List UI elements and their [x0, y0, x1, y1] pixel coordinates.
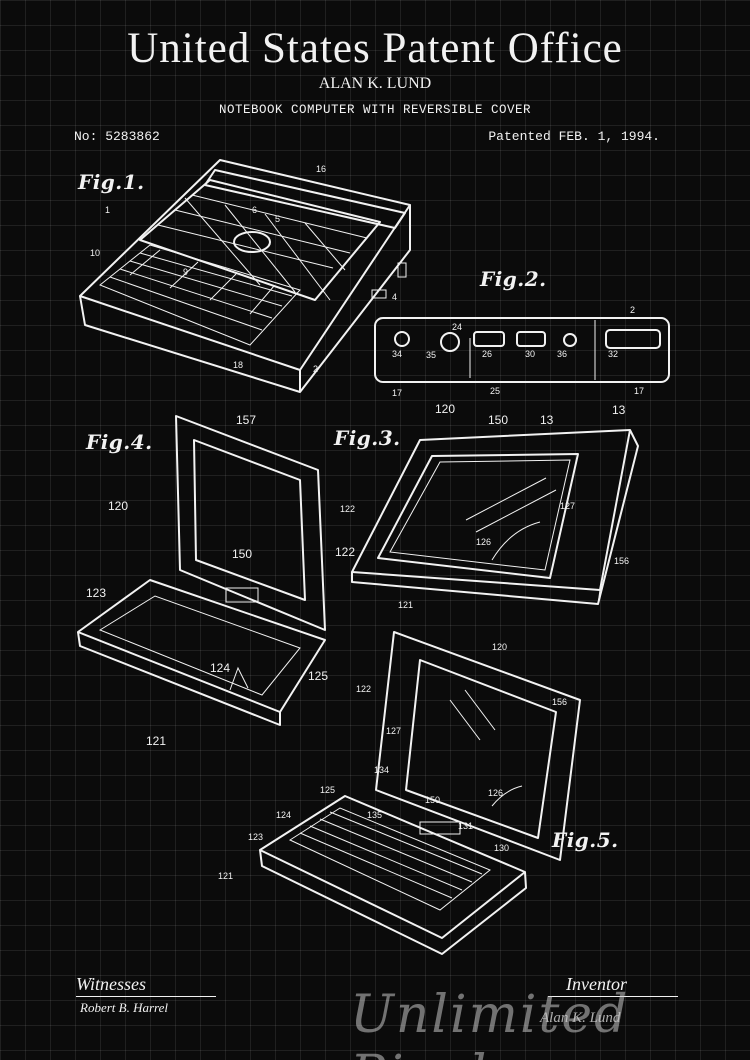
svg-text:156: 156: [614, 556, 629, 566]
svg-text:150: 150: [425, 795, 440, 805]
svg-text:121: 121: [146, 734, 166, 748]
svg-text:17: 17: [634, 386, 644, 396]
witness-signature: Robert B. Harrel: [80, 1000, 168, 1015]
svg-text:30: 30: [525, 349, 535, 359]
svg-text:122: 122: [340, 504, 355, 514]
inventor-signature-line: [548, 996, 678, 997]
patent-number: No: 5283862: [74, 129, 160, 144]
figure-3-label: Fig.3.: [334, 426, 401, 450]
figure-1-drawing: 16 6 5 10 9 1 4 18 2: [79, 159, 411, 393]
figure-2-drawing: 2 24 34 35 26 30 36 32 17 25 17: [374, 305, 670, 398]
svg-text:10: 10: [90, 248, 100, 258]
witnesses-label: Witnesses: [76, 974, 146, 994]
svg-text:120: 120: [435, 402, 455, 416]
svg-text:157: 157: [236, 413, 256, 427]
svg-text:125: 125: [308, 669, 328, 683]
svg-text:156: 156: [552, 697, 567, 707]
svg-text:25: 25: [490, 386, 500, 396]
svg-text:127: 127: [560, 501, 575, 511]
svg-text:24: 24: [452, 322, 462, 332]
svg-text:18: 18: [233, 360, 243, 370]
svg-text:130: 130: [494, 843, 509, 853]
svg-text:13: 13: [540, 413, 554, 427]
svg-text:13: 13: [612, 403, 626, 417]
figure-3-drawing: 120 150 13 13 127 122 126 156 121: [340, 402, 639, 610]
svg-text:150: 150: [488, 413, 508, 427]
svg-text:122: 122: [356, 684, 371, 694]
inventor-label: Inventor: [566, 974, 627, 994]
svg-text:35: 35: [426, 350, 436, 360]
svg-text:123: 123: [86, 586, 106, 600]
svg-text:2: 2: [313, 364, 318, 374]
witness-signature-line: [76, 996, 216, 997]
svg-text:1: 1: [105, 205, 110, 215]
svg-text:5: 5: [275, 214, 280, 224]
patent-title: NOTEBOOK COMPUTER WITH REVERSIBLE COVER: [218, 103, 532, 117]
svg-text:150: 150: [232, 547, 252, 561]
svg-text:124: 124: [276, 810, 291, 820]
svg-text:124: 124: [210, 661, 230, 675]
svg-text:2: 2: [630, 305, 635, 315]
svg-text:120: 120: [108, 499, 128, 513]
svg-text:16: 16: [316, 164, 326, 174]
svg-text:32: 32: [608, 349, 618, 359]
svg-text:135: 135: [367, 810, 382, 820]
svg-text:120: 120: [492, 642, 507, 652]
svg-text:134: 134: [374, 765, 389, 775]
svg-text:4: 4: [392, 292, 397, 302]
inventor-signature: Alan K. Lund: [540, 1010, 621, 1026]
inventor-name: ALAN K. LUND: [318, 75, 432, 92]
svg-text:131: 131: [458, 821, 473, 831]
svg-text:26: 26: [482, 349, 492, 359]
svg-text:17: 17: [392, 388, 402, 398]
figure-1-label: Fig.1.: [78, 170, 145, 194]
svg-text:122: 122: [335, 545, 355, 559]
svg-text:125: 125: [320, 785, 335, 795]
svg-text:9: 9: [183, 267, 188, 277]
svg-text:121: 121: [398, 600, 413, 610]
svg-text:123: 123: [248, 832, 263, 842]
figure-5-drawing: 120 122 156 127 134 125 135 150 131 126 …: [218, 631, 581, 955]
figure-5-label: Fig.5.: [552, 828, 619, 852]
figure-2-label: Fig.2.: [480, 267, 547, 291]
svg-text:6: 6: [252, 205, 257, 215]
svg-text:127: 127: [386, 726, 401, 736]
patent-date: Patented FEB. 1, 1994.: [488, 129, 660, 144]
svg-text:34: 34: [392, 349, 402, 359]
svg-text:121: 121: [218, 871, 233, 881]
page-title: United States Patent Office: [127, 25, 623, 72]
figure-4-label: Fig.4.: [86, 430, 153, 454]
figure-4-drawing: 157 120 150 122 123 124 125 121: [77, 413, 355, 748]
svg-text:126: 126: [488, 788, 503, 798]
svg-text:126: 126: [476, 537, 491, 547]
watermark: Unlimited Pixel: [350, 985, 630, 1060]
svg-text:36: 36: [557, 349, 567, 359]
